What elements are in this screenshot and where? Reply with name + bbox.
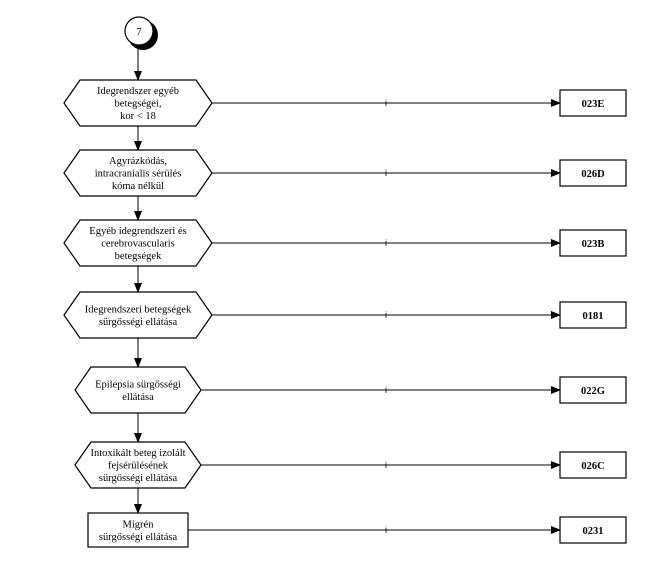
decision-node-n4: Idegrendszeri betegségek sürgősségi ellát… [63, 291, 627, 368]
edge-label: i [385, 98, 387, 108]
edge-label: i [385, 460, 387, 470]
node-label-line: betegségei, [115, 99, 162, 110]
target-box-022G [559, 376, 627, 404]
target-code: 0231 [583, 526, 604, 537]
node-label-line: sürgősségi ellátása [99, 473, 178, 484]
edge-label: i [385, 310, 387, 320]
target-code: 0181 [583, 311, 604, 322]
node-label-line: intracranialis sérülés [95, 169, 182, 180]
edge-label: i [385, 168, 387, 178]
target-code: 026D [581, 169, 605, 180]
node-label-line: ellátása [122, 392, 154, 403]
target-code: 023B [582, 239, 605, 250]
node-label-line: Idegrendszer egyéb [97, 86, 179, 97]
decision-node-n6: Intoxikált beteg izolált fejsérüléséneksü… [74, 441, 627, 514]
decision-node-n5: Epilepsia sürgősségi ellátása i 022G [74, 366, 627, 443]
decision-node-n1: Idegrendszer egyéb betegségei,kor < 18 i 02… [63, 79, 627, 151]
node-label-line: Agyrázkódás, [109, 156, 167, 167]
node-label-line: fejsérülésének [108, 461, 169, 472]
target-box-026C [559, 451, 627, 479]
node-label-line: sürgősségi ellátása [99, 532, 178, 543]
target-box-026D [559, 159, 627, 187]
edge-label: i [385, 238, 387, 248]
connector-label: 7 [136, 27, 141, 38]
node-label-line: sürgősségi ellátása [99, 317, 178, 328]
node-label-line: kóma nélkül [112, 181, 164, 192]
decision-node-n7: Migrén sürgősségi ellátása i 0231 [87, 512, 627, 548]
target-code: 022G [581, 386, 605, 397]
decision-node-n3: Egyéb idegrendszeri és cerebrovascularisb… [63, 219, 627, 293]
node-label-line: cerebrovascularis [101, 239, 174, 250]
target-box-0231 [559, 516, 627, 544]
edge-label: i [385, 525, 387, 535]
node-label-line: Idegrendszeri betegségek [85, 304, 192, 315]
target-box-0181 [559, 301, 627, 329]
node-label-line: Epilepsia sürgősségi [95, 379, 181, 390]
target-code: 023E [582, 99, 605, 110]
node-label-line: betegségek [115, 251, 162, 262]
target-box-023E [559, 89, 627, 117]
edge-label: i [385, 385, 387, 395]
node-label-line: kor < 18 [120, 111, 156, 122]
node-label-line: Intoxikált beteg izolált [90, 448, 185, 459]
target-code: 026C [581, 461, 604, 472]
node-label-line: Migrén [123, 519, 155, 530]
target-box-023B [559, 229, 627, 257]
node-label-line: Egyéb idegrendszeri és [89, 226, 186, 237]
start-connector: 7 [124, 16, 158, 50]
